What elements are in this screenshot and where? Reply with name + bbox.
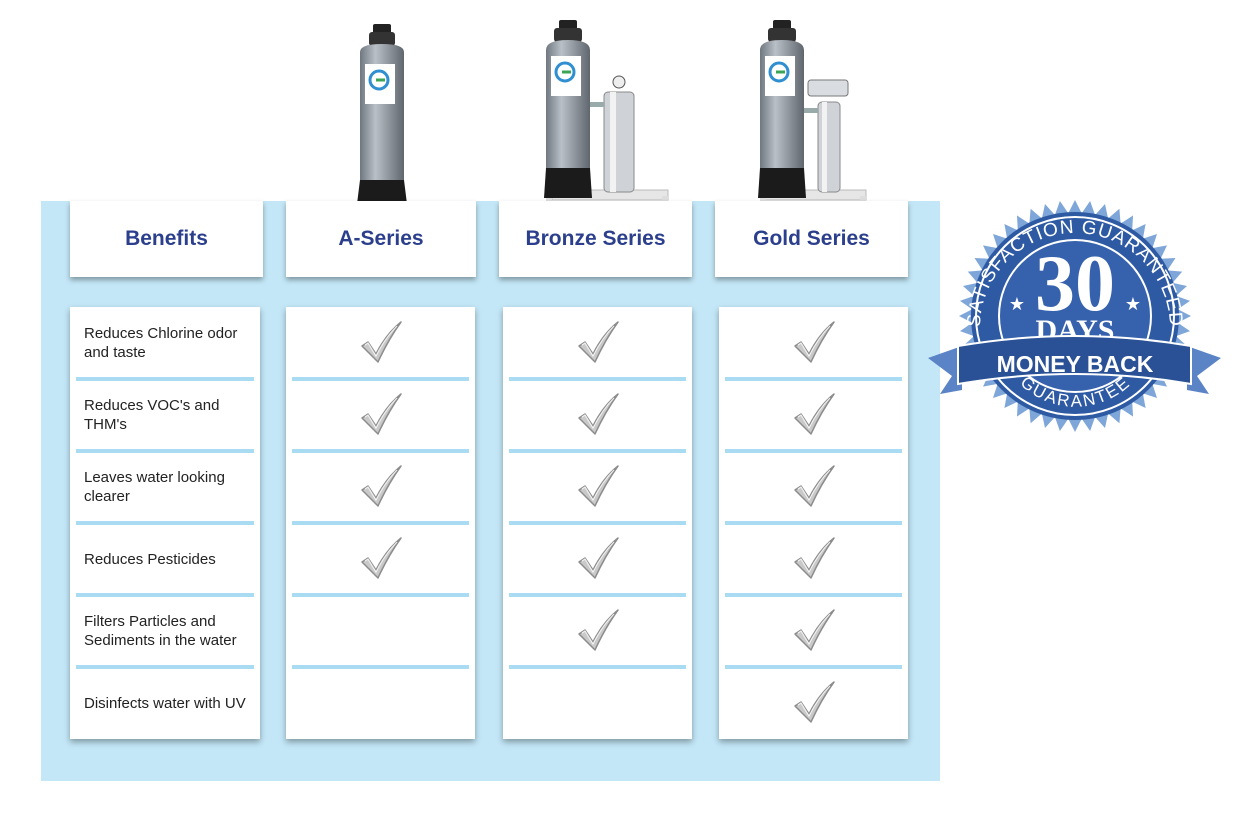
header-benefits: Benefits [70,201,263,277]
header-a-series-label: A-Series [338,227,424,250]
benefit-row-label: Leaves water looking clearer [70,451,260,523]
checkmark-icon [793,609,835,651]
header-bronze-series-label: Bronze Series [525,227,666,250]
header-gold-series: Gold Series [715,201,908,277]
checkmark-icon [793,321,835,363]
header-a-series: A-Series [286,201,476,277]
badge-ribbon-text: MONEY BACK [997,351,1154,377]
checkmark-icon [577,609,619,651]
benefit-label: Reduces VOC's and THM's [84,397,220,433]
benefit-label: Filters Particles and Sediments in the w… [84,613,237,649]
a-series-tank-image [356,24,408,212]
header-gold-series-label: Gold Series [753,227,870,250]
row-separator [509,449,686,453]
benefit-row-label: Reduces Pesticides [70,523,260,595]
checkmark-icon [793,393,835,435]
star-icon: ★ [1009,294,1025,314]
row-separator [292,665,469,669]
benefit-row-label: Reduces VOC's and THM's [70,379,260,451]
checkmark-icon [360,537,402,579]
row-separator [509,377,686,381]
checkmark-icon [577,465,619,507]
benefit-row-label: Reduces Chlorine odor and taste [70,307,260,379]
row-separator [292,521,469,525]
gold-series-column [719,307,908,739]
row-separator [725,593,902,597]
benefit-check-cell [286,307,475,379]
benefit-check-cell [286,523,475,595]
checkmark-icon [577,321,619,363]
checkmark-icon [360,465,402,507]
benefit-check-cell [719,667,908,739]
benefit-check-cell [286,595,475,667]
benefit-check-cell [503,595,692,667]
row-separator [509,593,686,597]
checkmark-icon [577,393,619,435]
benefit-check-cell [719,379,908,451]
benefit-check-cell [286,379,475,451]
benefit-check-cell [286,667,475,739]
checkmark-icon [793,537,835,579]
checkmark-icon [577,537,619,579]
benefit-label: Leaves water looking clearer [84,469,225,505]
a-series-column [286,307,475,739]
row-separator [509,665,686,669]
benefit-check-cell [719,523,908,595]
gold-series-tank-image [758,20,867,216]
benefit-check-cell [503,307,692,379]
benefit-check-cell [503,451,692,523]
row-separator [76,449,254,453]
benefit-check-cell [503,379,692,451]
checkmark-icon [360,393,402,435]
benefit-check-cell [719,307,908,379]
row-separator [509,521,686,525]
badge-number: 30 [1035,240,1115,328]
row-separator [725,665,902,669]
row-separator [725,377,902,381]
benefit-label: Reduces Pesticides [84,550,216,568]
header-bronze-series: Bronze Series [499,201,692,277]
row-separator [725,521,902,525]
money-back-guarantee-badge: SATISFACTION GUARANTEED 30 DAYS ★ ★ MONE… [928,200,1221,432]
header-benefits-label: Benefits [125,227,208,250]
row-separator [76,665,254,669]
bronze-series-tank-image [544,20,669,216]
benefit-label: Reduces Chlorine odor and taste [84,325,238,361]
row-separator [292,377,469,381]
benefit-row-label: Filters Particles and Sediments in the w… [70,595,260,667]
row-separator [76,593,254,597]
benefit-check-cell [719,595,908,667]
row-separator [76,377,254,381]
checkmark-icon [360,321,402,363]
row-separator [725,449,902,453]
benefit-row-label: Disinfects water with UV [70,667,260,739]
star-icon: ★ [1125,294,1141,314]
row-separator [292,593,469,597]
row-separator [76,521,254,525]
checkmark-icon [793,465,835,507]
bronze-series-column [503,307,692,739]
benefit-check-cell [286,451,475,523]
benefit-check-cell [503,667,692,739]
benefit-check-cell [719,451,908,523]
checkmark-icon [793,681,835,723]
row-separator [292,449,469,453]
benefit-check-cell [503,523,692,595]
benefit-label: Disinfects water with UV [84,694,246,712]
